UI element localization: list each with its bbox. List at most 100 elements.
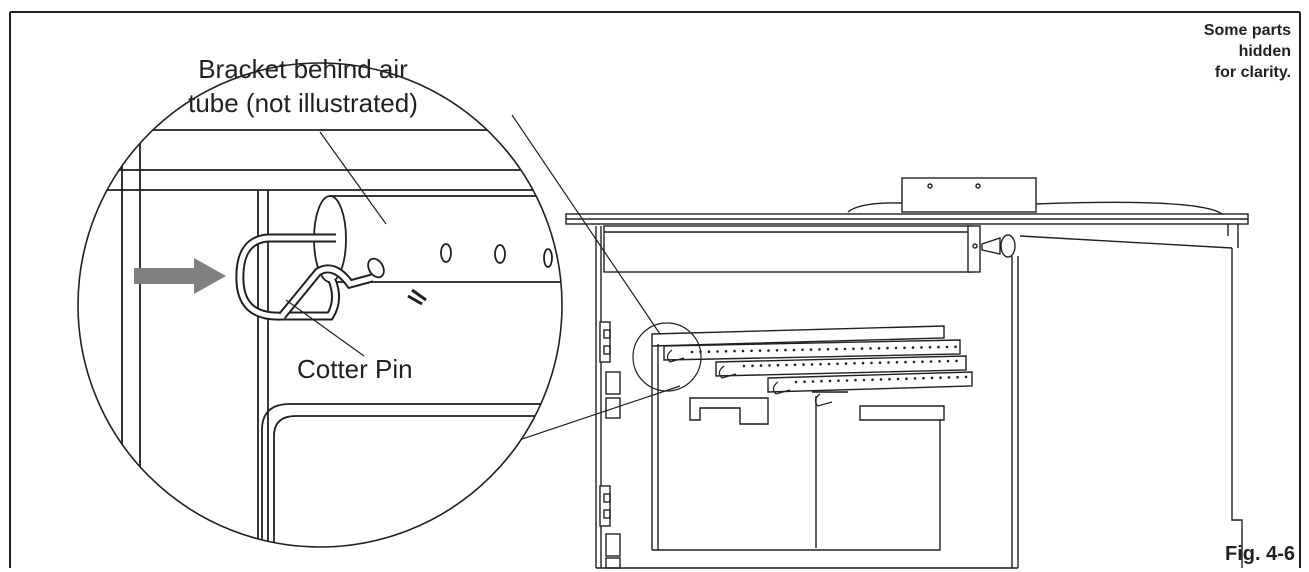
air-tube-holes xyxy=(690,345,968,384)
tube-hole xyxy=(835,347,838,351)
tube-hole xyxy=(879,378,883,381)
tube-hole xyxy=(853,362,856,365)
tube-hole xyxy=(733,349,736,353)
tube-hole xyxy=(750,349,753,353)
tube-hole xyxy=(896,377,900,381)
tube-hole xyxy=(955,359,958,363)
tube-hole xyxy=(929,360,933,363)
tube-hole xyxy=(758,349,762,352)
tube-hole xyxy=(905,377,908,381)
tube-hole xyxy=(861,361,865,365)
note-line-3: for clarity. xyxy=(1214,64,1291,81)
tube-hole xyxy=(946,359,950,363)
tube-hole xyxy=(947,376,951,379)
tube-hole xyxy=(938,360,941,363)
tube-hole xyxy=(707,350,711,354)
tube-hole xyxy=(912,360,916,364)
bracket-callout-line-2: tube (not illustrated) xyxy=(188,88,418,118)
figure-label: Fig. 4-6 xyxy=(1224,543,1295,565)
page-frame xyxy=(9,11,1301,568)
tube-hole xyxy=(794,380,798,384)
tube-hole xyxy=(827,362,831,366)
bracket-callout: Bracket behind air tube (not illustrated… xyxy=(168,52,438,120)
tube-hole xyxy=(878,361,882,365)
tube-hole xyxy=(854,378,857,382)
tube-hole xyxy=(742,364,746,368)
tube-hole xyxy=(894,346,898,350)
tube-hole xyxy=(956,375,959,379)
tube-hole xyxy=(843,347,847,351)
firebox xyxy=(651,325,945,551)
tube-hole xyxy=(913,377,917,380)
note-line-2: hidden xyxy=(1238,43,1291,60)
tube-hole xyxy=(845,379,849,382)
stove-cabinet xyxy=(565,177,1249,569)
tube-hole xyxy=(928,345,932,349)
tube-hole xyxy=(759,364,763,367)
tube-hole xyxy=(785,363,788,367)
tube-hole xyxy=(768,364,771,367)
tube-hole xyxy=(877,347,881,350)
tube-hole xyxy=(724,350,728,353)
tube-hole xyxy=(828,379,832,383)
tube-hole xyxy=(792,348,796,352)
top-plate xyxy=(565,213,1249,248)
tube-hole xyxy=(775,349,779,352)
tube-hole xyxy=(852,347,855,351)
tube-hole xyxy=(937,345,940,349)
tube-hole xyxy=(920,346,923,349)
tube-hole xyxy=(886,346,889,350)
tube-hole xyxy=(860,347,864,350)
bracket-callout-line-1: Bracket behind air xyxy=(198,54,408,84)
small-cotter-pins xyxy=(666,349,833,407)
note-line-1: Some parts xyxy=(1203,22,1291,39)
tube-hole xyxy=(811,380,815,383)
tube-hole xyxy=(802,363,805,366)
tube-hole xyxy=(945,345,949,349)
tube-hole xyxy=(826,348,830,351)
tube-hole xyxy=(871,378,874,382)
tube-hole xyxy=(870,361,873,365)
tube-hole xyxy=(939,376,942,380)
tube-hole xyxy=(954,345,957,349)
air-tubes xyxy=(663,339,973,393)
tube-hole xyxy=(844,362,848,365)
tube-hole xyxy=(862,378,866,382)
tube-hole xyxy=(904,360,907,364)
tube-hole xyxy=(820,379,823,383)
flue-collar xyxy=(847,177,1223,215)
tube-hole xyxy=(911,346,915,349)
tube-hole xyxy=(895,361,899,364)
tube-hole xyxy=(716,350,719,353)
tube-hole xyxy=(921,360,924,364)
tube-hole xyxy=(888,377,891,381)
direction-arrow-icon xyxy=(134,258,226,294)
tube-hole xyxy=(819,362,822,366)
tube-hole xyxy=(784,348,787,352)
tube-hole xyxy=(818,348,821,351)
tube-hole xyxy=(810,363,814,366)
tube-hole xyxy=(930,376,934,380)
magnified-detail xyxy=(77,62,563,548)
tube-hole xyxy=(793,363,797,367)
tube-hole xyxy=(837,379,840,383)
heat-shield xyxy=(603,225,1016,273)
side-walls xyxy=(595,226,1243,568)
tube-hole xyxy=(767,349,770,352)
tube-hole xyxy=(801,348,804,352)
tube-hole xyxy=(887,361,890,364)
tube-hole xyxy=(803,380,806,384)
tube-hole xyxy=(776,363,780,367)
tube-hole xyxy=(869,347,872,350)
tube-hole xyxy=(741,349,745,353)
tube-hole xyxy=(690,350,694,354)
tube-hole xyxy=(751,364,754,368)
tube-hole xyxy=(922,376,925,380)
tube-hole xyxy=(836,362,839,366)
tube-hole xyxy=(964,375,968,379)
tube-hole xyxy=(809,348,813,351)
hidden-parts-note: Some parts hidden for clarity. xyxy=(1131,20,1291,83)
tube-hole xyxy=(903,346,906,350)
